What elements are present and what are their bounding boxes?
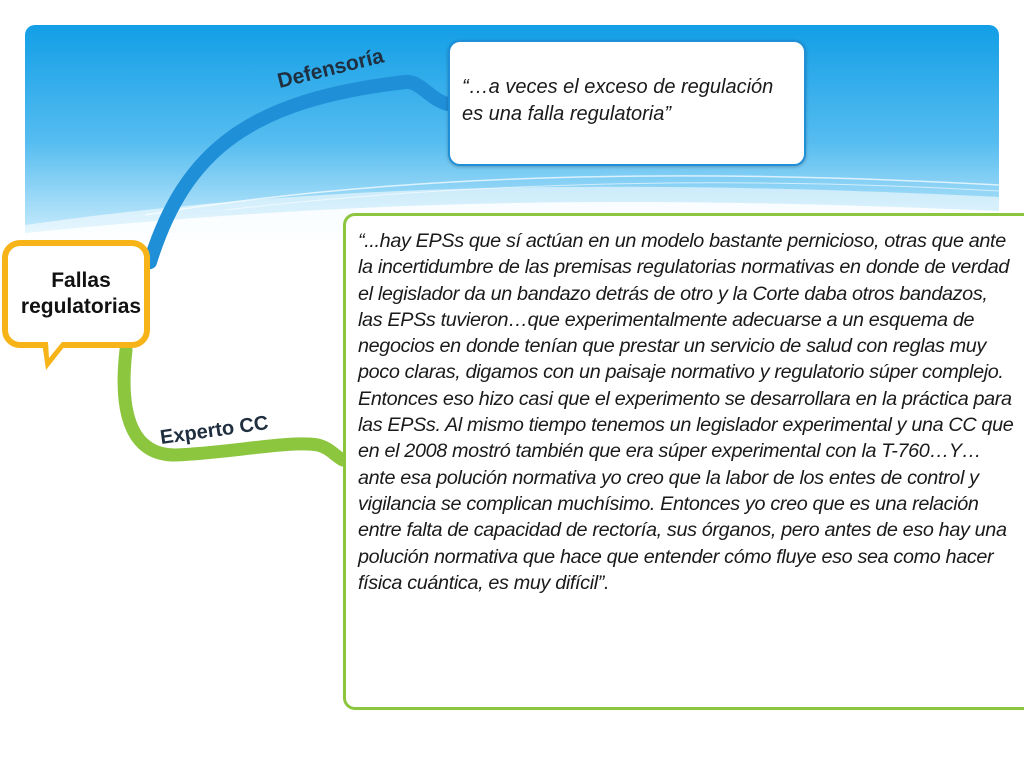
branch-line-defensoria (143, 74, 455, 269)
central-topic-node: Fallas regulatorias (2, 240, 150, 348)
quote-box-experto: “...hay EPSs que sí actúan en un modelo … (343, 213, 1024, 710)
branch-line-experto (117, 343, 350, 467)
speech-bubble-tail (42, 342, 68, 370)
quote-box-defensoria: “…a veces el exceso de regulación es una… (448, 40, 806, 166)
central-topic-label: Fallas regulatorias (20, 269, 142, 318)
